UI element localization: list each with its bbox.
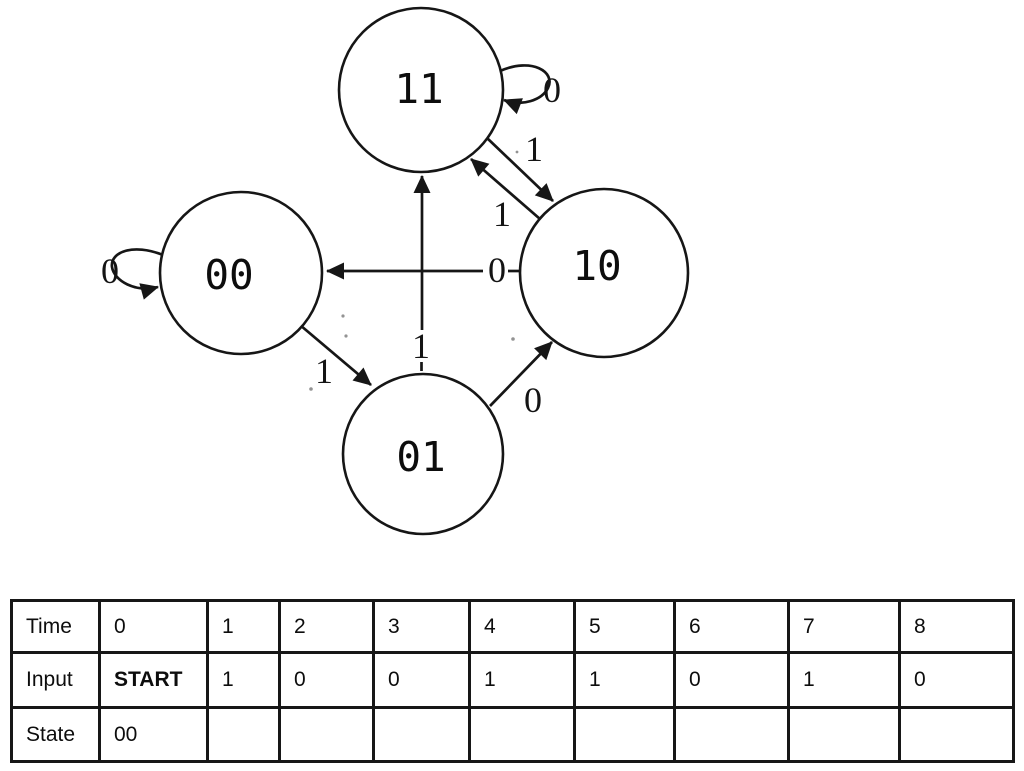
table-row-state: State 00 [10, 706, 1015, 763]
state-node-01 [341, 372, 505, 536]
edge-label-11-to-10: 1 [525, 129, 543, 169]
input-cell-1: 1 [206, 651, 281, 709]
edge-self-loop-00 [110, 248, 164, 300]
edge-label-self-11: 0 [543, 70, 561, 110]
state-label-01: 01 [396, 433, 445, 481]
state-cell-4 [468, 706, 576, 763]
state-node-00 [158, 190, 324, 356]
table-row-input: Input START 1 0 0 1 1 0 1 0 [10, 651, 1015, 709]
input-cell-2: 0 [278, 651, 375, 709]
state-cell-5 [573, 706, 676, 763]
edge-11-to-10 [486, 137, 554, 202]
state-label-11: 11 [394, 65, 443, 113]
row-label-input: Input [10, 651, 101, 709]
edge-10-to-11 [470, 157, 541, 221]
time-cell-0: 0 [98, 599, 209, 654]
input-cell-5: 1 [573, 651, 676, 709]
state-node-10 [518, 187, 690, 359]
state-cell-7 [787, 706, 901, 763]
input-cell-0: START [98, 651, 209, 709]
state-cell-8 [898, 706, 1015, 763]
scan-speck [515, 150, 519, 154]
state-cell-0: 00 [98, 706, 209, 763]
input-cell-6: 0 [673, 651, 790, 709]
scan-speck [309, 387, 313, 391]
time-cell-6: 6 [673, 599, 790, 654]
input-cell-7: 1 [787, 651, 901, 709]
input-cell-4: 1 [468, 651, 576, 709]
edge-label-01-to-10: 0 [524, 380, 542, 420]
edge-self-loop-11 [499, 64, 551, 115]
scan-speck [511, 337, 515, 341]
state-node-11 [337, 6, 505, 174]
edge-00-to-01 [299, 323, 372, 387]
time-cell-2: 2 [278, 599, 375, 654]
state-label-10: 10 [572, 242, 621, 290]
time-cell-3: 3 [372, 599, 471, 654]
edge-label-10-to-00: 0 [488, 250, 506, 290]
time-cell-8: 8 [898, 599, 1015, 654]
table-row-time: Time 0 1 2 3 4 5 6 7 8 [10, 599, 1015, 654]
edge-label-01-to-11: 1 [412, 326, 430, 366]
input-cell-8: 0 [898, 651, 1015, 709]
state-cell-2 [278, 706, 375, 763]
state-machine-diagram: 11 00 10 01 0 0 1 1 0 1 1 0 [101, 6, 690, 536]
state-cell-1 [206, 706, 281, 763]
scan-speck [341, 314, 345, 318]
time-cell-4: 4 [468, 599, 576, 654]
row-label-time: Time [10, 599, 101, 654]
time-cell-1: 1 [206, 599, 281, 654]
edge-01-to-10 [489, 341, 553, 407]
time-cell-5: 5 [573, 599, 676, 654]
scan-speck [344, 334, 348, 338]
row-label-state: State [10, 706, 101, 763]
trace-table: Time 0 1 2 3 4 5 6 7 8 Input START 1 0 0… [10, 599, 1015, 763]
state-label-00: 00 [204, 251, 253, 299]
state-cell-3 [372, 706, 471, 763]
edge-label-self-00: 0 [101, 251, 119, 291]
state-cell-6 [673, 706, 790, 763]
time-cell-7: 7 [787, 599, 901, 654]
edge-label-00-to-01: 1 [315, 351, 333, 391]
input-cell-3: 0 [372, 651, 471, 709]
edge-label-10-to-11: 1 [493, 194, 511, 234]
